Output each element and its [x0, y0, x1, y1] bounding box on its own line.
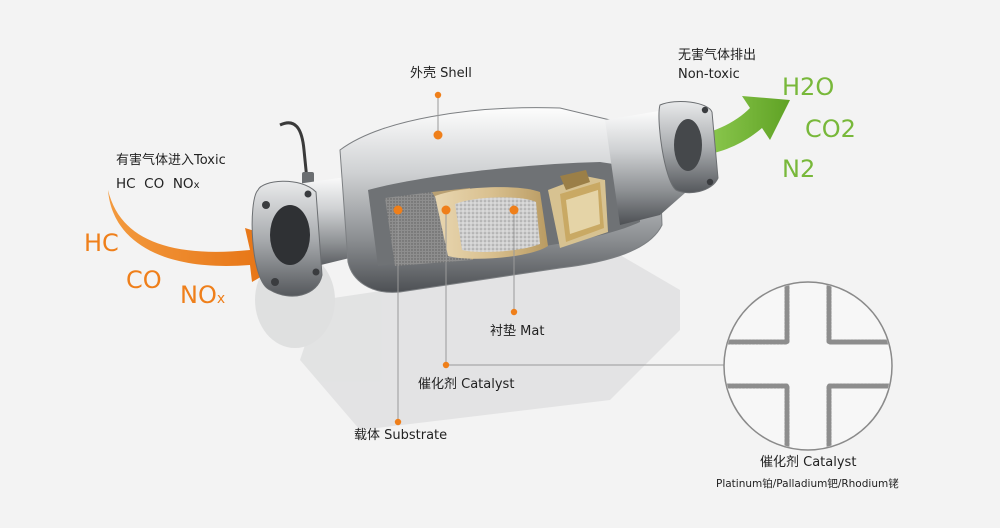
- exhaust-gas-co2: CO2: [805, 115, 856, 143]
- label-mat: 衬垫 Mat: [490, 324, 545, 339]
- exhaust-gas-h2o: H2O: [782, 73, 835, 101]
- intake-formula-line: HC CO NOx: [116, 176, 199, 193]
- sensor-wire: [279, 121, 309, 181]
- exhaust-arrow: [700, 96, 790, 155]
- label-shell: 外壳 Shell: [410, 66, 472, 81]
- label-substrate: 载体 Substrate: [354, 428, 448, 443]
- catalyst-zoom-circle: [723, 281, 893, 451]
- leader-dots: [393, 91, 519, 426]
- zoom-metals: Platinum铂/Palladium钯/Rhodium铑: [716, 478, 899, 490]
- converter-body: [251, 101, 719, 297]
- intake-x-small: x: [193, 180, 200, 191]
- exhaust-title: 无害气体排出: [678, 48, 757, 63]
- intake-co-small: CO: [144, 176, 165, 192]
- zoom-title: 催化剂 Catalyst: [760, 455, 857, 470]
- exhaust-subtitle: Non-toxic: [678, 67, 740, 82]
- intake-hc-small: HC: [116, 176, 136, 192]
- intake-gas-co: CO: [126, 266, 162, 294]
- intake-gas-nox: NOx: [180, 281, 225, 309]
- intake-gas-x: x: [216, 291, 226, 307]
- intake-title: 有害气体进入Toxic: [116, 153, 226, 168]
- intake-gas-hc: HC: [84, 229, 119, 257]
- intake-gas-no: NO: [180, 281, 217, 309]
- label-catalyst: 催化剂 Catalyst: [418, 377, 515, 392]
- intake-no-small: NO: [172, 176, 194, 192]
- leader-lines: [397, 95, 726, 422]
- exhaust-gas-n2: N2: [782, 155, 816, 183]
